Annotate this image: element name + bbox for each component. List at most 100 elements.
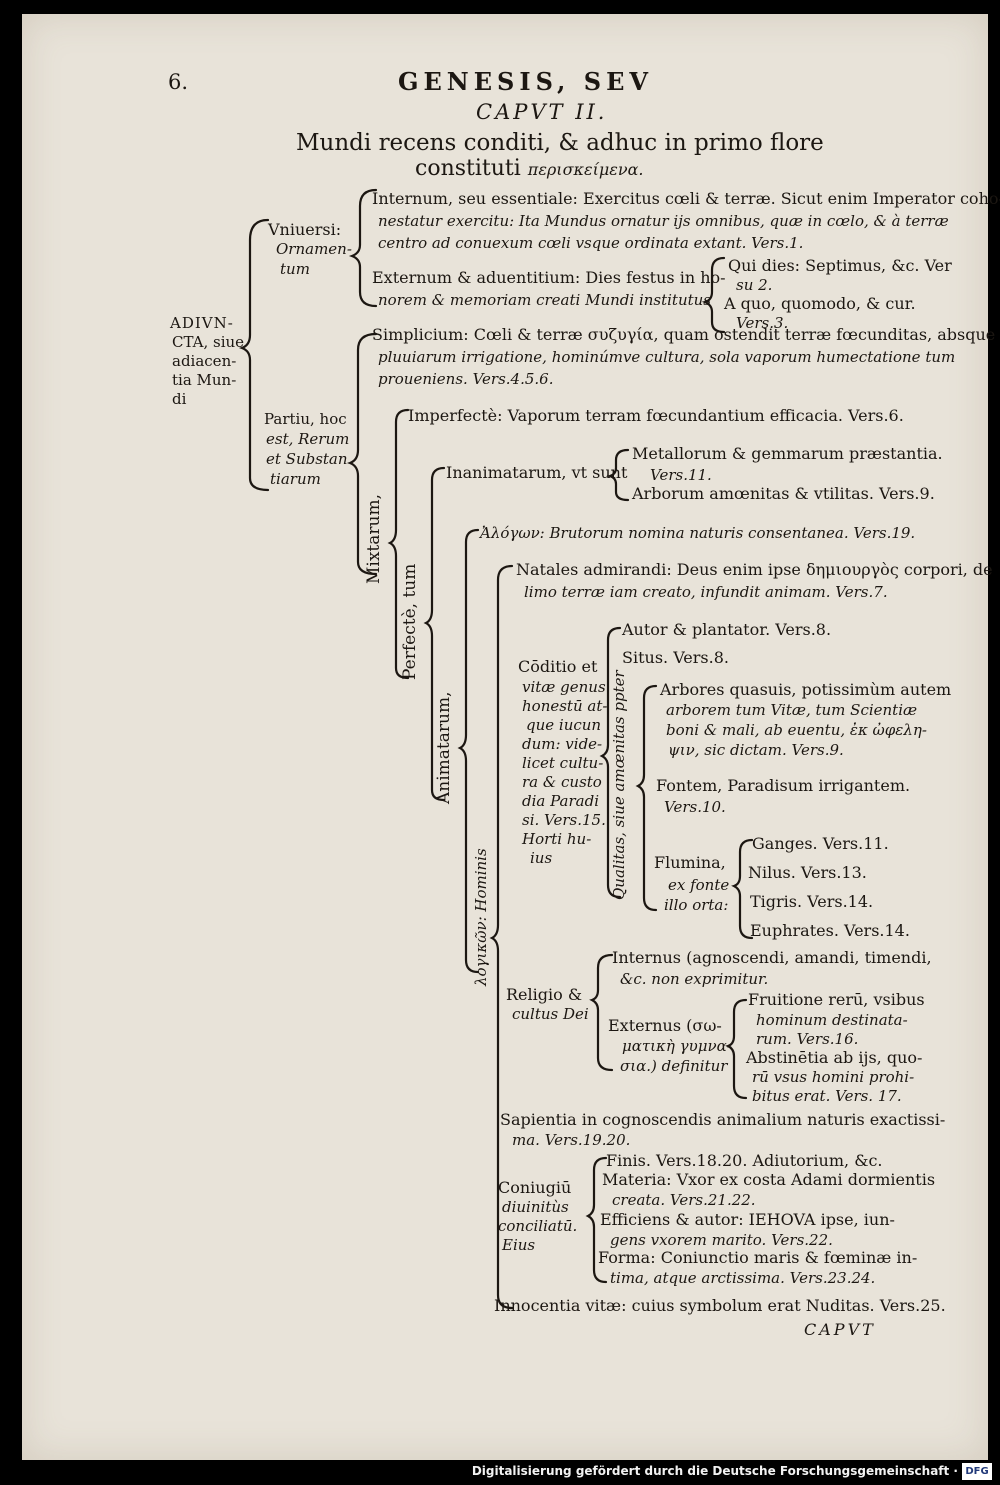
internum-line: nestatur exercitu: Ita Mundus ornatur ij… [378, 212, 949, 230]
fruitione-line: hominum destinata- [756, 1011, 908, 1029]
river-euphrates: Euphrates. Vers.14. [750, 921, 910, 940]
a-quo-line: Vers.3. [736, 314, 789, 332]
internus-line: &c. non exprimitur. [620, 970, 769, 988]
situs-entry: Situs. Vers.8. [622, 648, 729, 667]
partiu-line: tiarum [270, 470, 321, 488]
page-title-line2: constituti περισκείμενα. [415, 158, 643, 180]
efficiens-line: Efficiens & autor: IEHOVA ipse, iun- [600, 1210, 895, 1229]
arbores-line: Arbores quasuis, potissimùm autem [660, 680, 952, 699]
fontem-line: Vers.10. [664, 798, 726, 816]
imperfecte-entry: Imperfectè: Vaporum terram fœcundantium … [408, 406, 904, 425]
dfg-logo-icon: DFG [962, 1463, 992, 1480]
conditio-line: ra & custo [522, 773, 602, 791]
externum-line: Externum & aduentitium: Dies festus in h… [372, 268, 726, 287]
autor-entry: Autor & plantator. Vers.8. [622, 620, 832, 639]
animatarum-label: Animatarum, [434, 691, 454, 804]
finis-line: Finis. Vers.18.20. Adiutorium, &c. [606, 1151, 883, 1170]
innocentia-entry: Innocentia vitæ: cuius symbolum erat Nud… [494, 1296, 946, 1315]
efficiens-line: gens vxorem marito. Vers.22. [610, 1231, 833, 1249]
abstinetia-line: Abstinētia ab ijs, quo- [746, 1048, 923, 1067]
religio-label: Religio & [506, 985, 583, 1004]
natales-line: Natales admirandi: Deus enim ipse δημιου… [516, 560, 993, 579]
conditio-line: Horti hu- [522, 830, 592, 848]
conditio-line: honestū at- [522, 697, 608, 715]
conditio-line: que iucun [526, 716, 602, 734]
partiu-line: Partiu, hoc [264, 410, 347, 428]
externus-line: σια.) definitur [620, 1057, 728, 1075]
simplicium-line: Simplicium: Cœli & terræ συζυγία, quam o… [372, 325, 996, 344]
metallorum-line: Vers.11. [650, 466, 712, 484]
simplicium-line: proueniens. Vers.4.5.6. [378, 370, 554, 388]
natales-line: limo terræ iam creato, infundit animam. … [524, 583, 888, 601]
vniuersi-line: Ornamen- [276, 240, 352, 258]
root-line: di [172, 390, 187, 408]
arbores-line: boni & mali, ab euentu, ἐκ ὠφελη- [666, 721, 927, 739]
perfecte-label: Perfectè, tum [400, 563, 420, 680]
sapientia-line: Sapientia in cognoscendis animalium natu… [500, 1110, 946, 1129]
materia-line: creata. Vers.21.22. [612, 1191, 756, 1209]
qualitas-label: Qualitas, siue amœnitas ppter [610, 670, 628, 900]
abstinetia-line: rū vsus homini prohi- [752, 1068, 915, 1086]
coniugium-label: conciliatū. [498, 1217, 578, 1235]
arborum-line: Arborum amœnitas & vtilitas. Vers.9. [632, 484, 935, 503]
conditio-line: vitæ genus [522, 678, 606, 696]
internum-line: centro ad conuexum cœli vsque ordinata e… [378, 234, 804, 252]
conditio-line: si. Vers.15. [522, 811, 606, 829]
title-greek: περισκείμενα. [527, 160, 644, 179]
fruitione-line: rum. Vers.16. [756, 1030, 859, 1048]
materia-line: Materia: Vxor ex costa Adami dormientis [602, 1170, 936, 1189]
externus-line: Externus (σω- [608, 1016, 722, 1035]
externum-line: norem & memoriam creati Mundi institutus [378, 291, 711, 309]
simplicium-line: pluuiarum irrigatione, hominúmve cultura… [378, 348, 956, 366]
religio-label: cultus Dei [512, 1005, 589, 1023]
conditio-line: licet cultu- [522, 754, 604, 772]
root-line: CTA, siue [172, 333, 245, 351]
page-title-line1: Mundi recens conditi, & adhuc in primo f… [296, 130, 824, 156]
conditio-line: dum: vide- [522, 735, 603, 753]
fontem-line: Fontem, Paradisum irrigantem. [656, 776, 911, 795]
partiu-line: est, Rerum [266, 430, 350, 448]
arbores-line: arborem tum Vitæ, tum Scientiæ [666, 701, 918, 719]
conditio-line: ius [530, 849, 553, 867]
coniugium-label: Eius [502, 1236, 536, 1254]
arbores-line: ψιν, sic dictam. Vers.9. [668, 741, 844, 759]
vniuersi-line: tum [280, 260, 310, 278]
root-line: adiacen- [172, 352, 237, 370]
chapter-heading: CAPVT II. [476, 100, 608, 124]
funding-note: Digitalisierung gefördert durch die Deut… [471, 1464, 958, 1478]
page-number: 6. [168, 70, 189, 94]
river-tigris: Tigris. Vers.14. [750, 892, 874, 911]
externus-line: ματικὴ γυμνα- [622, 1037, 732, 1055]
running-title: GENESIS, SEV [398, 67, 654, 96]
vniuersi-line: Vniuersi: [268, 220, 342, 239]
alogon-entry: Ἀλόγων: Brutorum nomina naturis consenta… [480, 524, 916, 542]
sapientia-line: ma. Vers.19.20. [512, 1131, 631, 1149]
forma-line: Forma: Coniunctio maris & fœminæ in- [598, 1248, 918, 1267]
coniugium-label: Coniugiū [498, 1178, 572, 1197]
flumina-line: ex fonte [668, 876, 730, 894]
qui-dies-line: su 2. [736, 276, 773, 294]
fruitione-line: Fruitione rerū, vsibus [748, 990, 925, 1009]
flumina-line: Flumina, [654, 853, 726, 872]
internus-line: Internus (agnoscendi, amandi, timendi, [612, 948, 932, 967]
forma-line: tima, atque arctissima. Vers.23.24. [610, 1269, 876, 1287]
partiu-line: et Substan [266, 450, 348, 468]
qui-dies-line: Qui dies: Septimus, &c. Ver [728, 256, 952, 275]
coniugium-label: diuinitùs [502, 1198, 569, 1216]
a-quo-line: A quo, quomodo, & cur. [724, 294, 916, 313]
mixtarum-label: Mixtarum, [364, 494, 384, 584]
catchword: CAPVT [804, 1320, 876, 1339]
metallorum-line: Metallorum & gemmarum præstantia. [632, 444, 943, 463]
root-line: tia Mun- [172, 371, 237, 389]
footer-bar: Digitalisierung gefördert durch die Deut… [0, 1460, 1000, 1485]
conditio-line: dia Paradi [522, 792, 599, 810]
internum-line: Internum, seu essentiale: Exercitus cœli… [372, 189, 1000, 208]
hominis-label: λογικῶν: Hominis [472, 848, 490, 986]
flumina-line: illo orta: [664, 896, 729, 914]
root-line: ADIVN- [170, 314, 234, 332]
river-ganges: Ganges. Vers.11. [752, 834, 889, 853]
inanimatarum-label: Inanimatarum, vt sunt [446, 463, 628, 482]
abstinetia-line: bitus erat. Vers. 17. [752, 1087, 902, 1105]
title-word: constituti [415, 156, 521, 181]
